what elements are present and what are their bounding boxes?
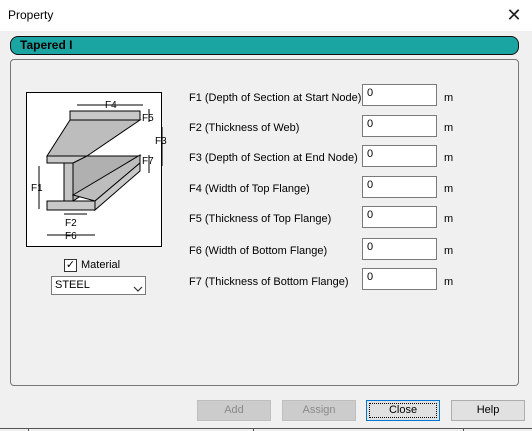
close-button-label: Close — [388, 404, 418, 416]
field-label-f3: F3 (Depth of Section at End Node) — [189, 152, 358, 164]
field-input-f2[interactable]: 0 — [362, 115, 437, 137]
field-label-f1: F1 (Depth of Section at Start Node) — [189, 92, 362, 104]
field-input-f4[interactable]: 0 — [362, 176, 437, 198]
bottom-divider — [0, 428, 532, 429]
dim-label-f1: F1 — [31, 183, 43, 194]
field-value-f6: 0 — [367, 241, 374, 253]
field-unit-f4: m — [444, 183, 454, 195]
field-unit-f7: m — [444, 276, 454, 288]
close-window-icon[interactable]: ✕ — [506, 5, 522, 25]
field-label-f5: F5 (Thickness of Top Flange) — [189, 213, 332, 225]
section-header: Tapered I — [10, 36, 519, 55]
close-button[interactable]: Close — [366, 400, 440, 421]
dim-label-f2: F2 — [65, 218, 77, 229]
field-value-f3: 0 — [367, 148, 374, 160]
section-title: Tapered I — [20, 38, 73, 52]
material-select[interactable]: STEEL — [51, 276, 146, 295]
divider-tick — [28, 428, 29, 431]
field-unit-f5: m — [444, 213, 454, 225]
chevron-down-icon — [133, 283, 143, 295]
field-unit-f2: m — [444, 122, 454, 134]
field-input-f7[interactable]: 0 — [362, 268, 437, 290]
dim-label-f3: F3 — [155, 136, 167, 147]
assign-button[interactable]: Assign — [282, 400, 356, 421]
divider-tick — [253, 428, 254, 431]
field-value-f5: 0 — [367, 209, 374, 221]
add-button[interactable]: Add — [197, 400, 271, 421]
field-input-f1[interactable]: 0 — [362, 84, 437, 106]
field-value-f7: 0 — [367, 271, 374, 283]
field-value-f4: 0 — [367, 179, 374, 191]
title-bar: Property ✕ — [0, 0, 532, 31]
dim-label-f6: F6 — [65, 231, 77, 242]
help-button[interactable]: Help — [451, 400, 525, 421]
dim-label-f7: F7 — [142, 156, 154, 167]
field-label-f6: F6 (Width of Bottom Flange) — [189, 245, 328, 257]
field-value-f1: 0 — [367, 87, 374, 99]
field-label-f4: F4 (Width of Top Flange) — [189, 183, 310, 195]
tapered-i-section-diagram: F4 F5 F3 F7 F1 F2 F6 — [26, 92, 167, 247]
dim-label-f4: F4 — [105, 100, 117, 111]
field-unit-f3: m — [444, 152, 454, 164]
field-input-f3[interactable]: 0 — [362, 145, 437, 167]
material-checkbox[interactable]: ✓ — [64, 259, 77, 272]
divider-tick — [463, 428, 464, 431]
field-label-f7: F7 (Thickness of Bottom Flange) — [189, 276, 349, 288]
field-label-f2: F2 (Thickness of Web) — [189, 122, 300, 134]
dim-label-f5: F5 — [142, 113, 154, 124]
section-drawing: F4 F5 F3 F7 F1 F2 F6 — [31, 100, 167, 242]
window-title: Property — [8, 8, 54, 22]
field-unit-f6: m — [444, 245, 454, 257]
field-value-f2: 0 — [367, 118, 374, 130]
field-input-f6[interactable]: 0 — [362, 238, 437, 260]
field-input-f5[interactable]: 0 — [362, 206, 437, 228]
material-select-value: STEEL — [55, 279, 90, 291]
material-checkbox-label: Material — [81, 259, 121, 271]
focus-ring — [369, 403, 437, 418]
field-unit-f1: m — [444, 92, 454, 104]
